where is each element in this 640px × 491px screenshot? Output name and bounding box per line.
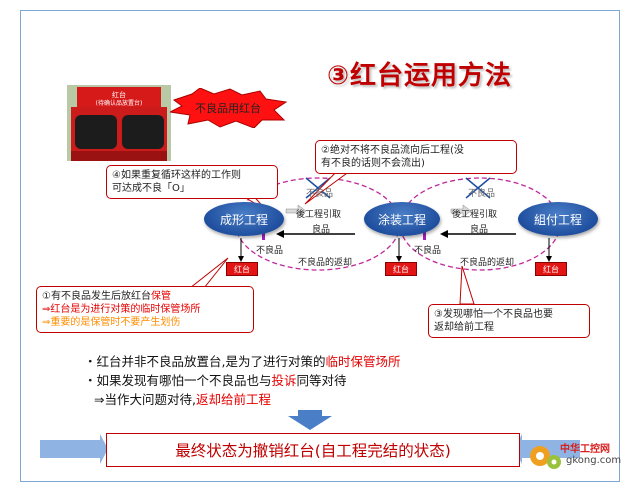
callout-1-line1-highlight: 保管 (150, 291, 171, 302)
bullet-2-text-end: 同等对待 (296, 373, 347, 388)
red-table-photo-drawing: 红台 (待确认品放置台) (67, 85, 171, 161)
left-good-label: 良品 (312, 225, 331, 235)
callout-1-line3: ⇒重要的是保管时不要产生划伤 (42, 317, 181, 328)
bullet-3-text: ⇒当作大问题对待, (94, 392, 196, 407)
bullet-1-text: ・红台并非不良品放置台,是为了进行对策的 (84, 354, 326, 369)
node-assembly: 組付工程 (518, 202, 598, 236)
callout-1-line1: ①有不良品发生后放红台保管 (42, 290, 248, 303)
right-block-x-icon (465, 177, 491, 199)
footer-left-arrow (40, 434, 108, 464)
watermark-brand: 中华工控网 (560, 444, 610, 455)
photo-sign-line1: 红台 (112, 90, 126, 99)
bullet-3: ⇒当作大问题对待,返却给前工程 (94, 389, 271, 408)
burst-label: 不良品用红台 (195, 101, 261, 115)
right-defect-label: 不良品 (468, 189, 496, 199)
left-defect-label: 不良品 (306, 189, 334, 199)
callout-1-line1-text: ①有不良品发生后放红台 (42, 291, 151, 302)
bullet-1-highlight: 临时保管场所 (325, 354, 401, 369)
bullet-2: ・如果发现有哪怕一个不良品也与投诉同等对待 (84, 370, 347, 389)
node-forming: 成形工程 (204, 202, 284, 236)
callout-3: ③发现哪怕一个不良品也要 返却给前工程 (428, 304, 590, 338)
page-title: ③红台运用方法 (327, 61, 513, 91)
right-return-label: 不良品的返却 (460, 258, 515, 268)
callout-1: ①有不良品发生后放红台保管 ⇒红台是为进行对策的临时保管场所 ⇒重要的是保管时不… (36, 286, 254, 333)
callout-3-line2: 返却给前工程 (434, 322, 494, 333)
photo-sign-line2: (待确认品放置台) (96, 99, 143, 107)
callout3-pointer (459, 265, 475, 305)
watermark-url: gkong.com (566, 455, 622, 466)
callout-3-line1: ③发现哪怕一个不良品也要 (434, 309, 553, 320)
node-painting: 涂装工程 (364, 202, 440, 236)
gear-icon (530, 446, 561, 469)
red-table-3: 红台 (535, 262, 567, 276)
right-return-arrow (450, 204, 472, 218)
down-block-arrow (288, 410, 332, 430)
right-pull-label: 後工程引取 (452, 210, 498, 220)
red-table-2: 红台 (385, 262, 417, 276)
red-table-1: 红台 (226, 262, 258, 276)
callout-4: ④如果重复循环这样的工作则 可达成不良「O」 (106, 165, 278, 199)
callout-4-line2: 可达成不良「O」 (112, 183, 190, 194)
left-return-arrow (285, 204, 307, 218)
footer-statement: 最终状态为撤销红台(自工程完结的状态) (106, 433, 520, 467)
down-defect-label-2: 不良品 (414, 246, 442, 256)
callout-1-line2: ⇒红台是为进行对策的临时保管场所 (42, 304, 201, 315)
left-block-x-icon (305, 177, 331, 199)
left-pull-label: 後工程引取 (296, 210, 342, 220)
callout1-pointer (188, 257, 229, 289)
bullet-2-text: ・如果发现有哪怕一个不良品也与 (84, 373, 272, 388)
burst-shape: 不良品用红台 (170, 88, 288, 128)
right-good-label: 良品 (470, 225, 489, 235)
bullet-1: ・红台并非不良品放置台,是为了进行对策的临时保管场所 (84, 351, 401, 370)
callout-2-line1: ②绝对不将不良品流向后工程(没 (321, 145, 464, 156)
left-return-label: 不良品的返却 (298, 258, 353, 268)
watermark: 中华工控网 gkong.com (526, 436, 630, 476)
callout-4-line1: ④如果重复循环这样的工作则 (112, 170, 241, 181)
callout-2-line2: 有不良的话则不会流出) (321, 158, 425, 169)
down-defect-label-1: 不良品 (256, 246, 284, 256)
callout-2: ②绝对不将不良品流向后工程(没 有不良的话则不会流出) (315, 140, 517, 174)
red-table-photo: 红台 (待确认品放置台) (67, 85, 171, 161)
bullet-3-highlight: 返却给前工程 (195, 392, 271, 407)
bullet-2-highlight: 投诉 (271, 373, 297, 388)
